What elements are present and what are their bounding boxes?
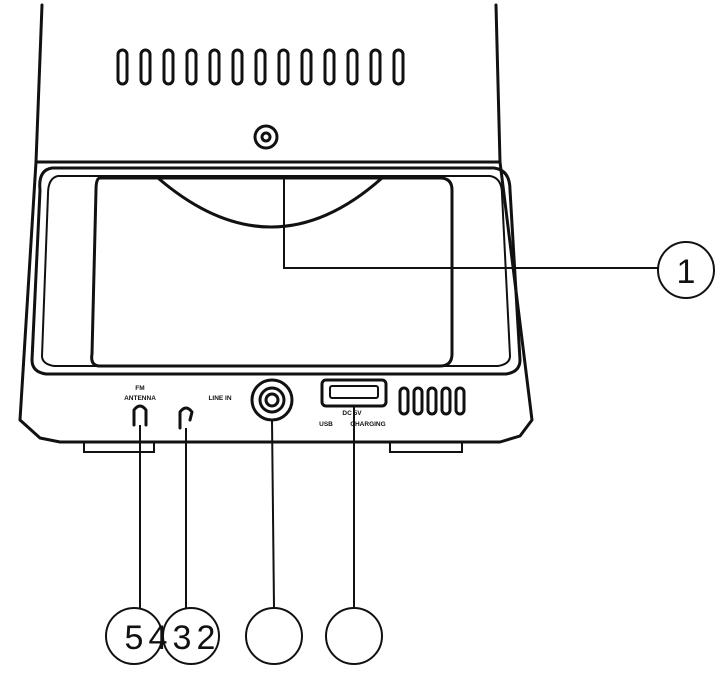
leader-lines [139,178,658,609]
line-in-jack [250,378,294,422]
vent-slot [277,48,290,86]
callout-5-label: 5 [125,619,144,657]
vent-slots [116,48,405,86]
vent-slot [208,48,221,86]
vent-slot [185,48,198,86]
fm-label: FM [135,385,144,392]
side-vent-slot [426,386,438,416]
small-jack-port [178,406,194,430]
vent-slot [323,48,336,86]
vent-slot [254,48,267,86]
vent-slot [300,48,313,86]
screw-icon [253,124,279,150]
side-vent-slot [412,386,424,416]
callout-1: 1 [657,241,715,299]
callout-3-label: 3 [173,619,192,657]
line-in-label: LINE IN [208,395,231,402]
side-vent-slot [440,386,452,416]
vent-slot [392,48,405,86]
callout-7 [325,607,383,665]
side-vent-slots [398,386,466,416]
usb-label: USB [319,421,333,428]
callout-4-label: 4 [149,619,168,657]
vent-slot [231,48,244,86]
callout-3: 3 [162,607,220,665]
callout-1-label: 1 [677,253,696,291]
side-vent-slot [398,386,410,416]
vent-slot [369,48,382,86]
fm-antenna-port [132,404,148,427]
device-upper-body [34,3,502,164]
device-lower-housing [18,160,534,453]
vent-slot [139,48,152,86]
vent-slot [162,48,175,86]
usb-port [320,378,388,408]
charging-label: CHARGING [350,421,385,428]
callout-2-label: 2 [197,619,216,657]
side-vent-slot [454,386,466,416]
vent-slot [116,48,129,86]
antenna-label: ANTENNA [124,395,156,402]
vent-slot [346,48,359,86]
dc-label: DC 5V [342,410,362,417]
callout-6 [245,607,303,665]
